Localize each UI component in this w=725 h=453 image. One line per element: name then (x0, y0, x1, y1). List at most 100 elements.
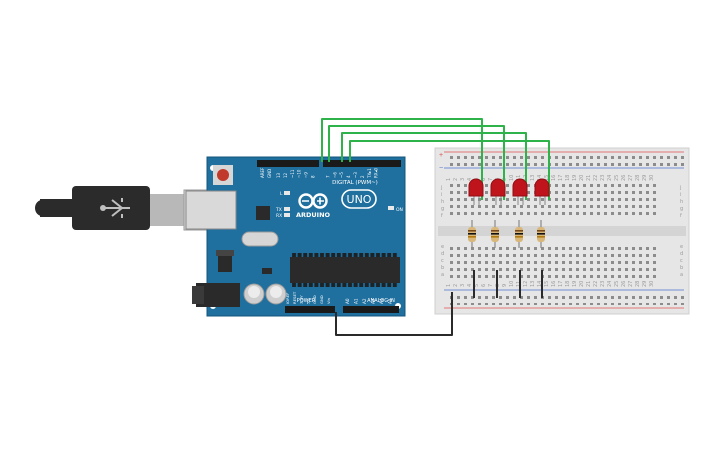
column-number: 19 (572, 281, 578, 287)
column-number: 4 (467, 284, 473, 287)
column-number: 16 (551, 175, 557, 181)
pin-label: ~6 (332, 172, 337, 178)
row-letter: i (680, 192, 681, 198)
column-number: 15 (544, 281, 550, 287)
power-label: POWER (297, 298, 316, 304)
rail-minus-sign: − (439, 165, 443, 172)
row-letter: g (680, 206, 683, 212)
column-number: 13 (530, 175, 536, 181)
row-letter: d (680, 251, 683, 257)
row-letter: c (441, 258, 444, 264)
wire-pin-11 (341, 132, 527, 200)
arduino-infinity-logo-icon (298, 193, 328, 209)
usb-port (185, 190, 237, 230)
column-number: 11 (516, 175, 522, 181)
column-number: 17 (558, 175, 564, 181)
resistor-2 (491, 220, 499, 248)
l-led (284, 191, 290, 195)
pin-label: A2 (362, 298, 367, 304)
column-number: 27 (628, 175, 634, 181)
column-number: 27 (628, 281, 634, 287)
pin-label: 13 (276, 172, 281, 178)
led-2 (490, 178, 506, 205)
center-channel (438, 226, 686, 236)
column-number: 21 (586, 281, 592, 287)
pin-label: IOREF (285, 293, 290, 304)
column-number: 2 (453, 284, 459, 287)
resistor-1 (468, 220, 476, 248)
pin-label: A0 (345, 298, 350, 304)
column-number: 18 (565, 281, 571, 287)
pin-label: GND (319, 295, 324, 304)
row-letter: g (441, 206, 444, 212)
resistors[interactable] (468, 220, 545, 248)
pin-label: RESET (292, 291, 297, 304)
pin-label: ~9 (304, 172, 309, 178)
column-number: 22 (593, 281, 599, 287)
bottom-power-rail[interactable] (446, 292, 684, 305)
usb-chip (256, 206, 270, 220)
column-number: 6 (481, 284, 487, 287)
column-number: 30 (649, 281, 655, 287)
digital-label: DIGITAL (PWM~) (332, 180, 378, 186)
on-led (388, 206, 394, 210)
column-number: 20 (579, 175, 585, 181)
terminal-strip-bottom[interactable] (448, 243, 660, 278)
column-number: 25 (614, 281, 620, 287)
column-number: 12 (523, 281, 529, 287)
resistor-4 (537, 220, 545, 248)
column-number: 10 (509, 175, 515, 181)
column-number: 23 (600, 175, 606, 181)
row-letter: h (680, 199, 683, 205)
pin-label: GND (312, 295, 317, 304)
tx-label: TX (275, 207, 282, 213)
row-letter: j (440, 185, 442, 191)
column-number: 25 (614, 175, 620, 181)
column-number: 26 (621, 175, 627, 181)
leds[interactable] (468, 178, 550, 205)
column-number: 28 (635, 175, 641, 181)
row-letter: c (680, 258, 683, 264)
pin-label: 5V (305, 299, 310, 304)
arduino-uno-board[interactable]: UNO ARDUINO DIGITAL (PWM~) POWER ANALOG … (185, 156, 406, 317)
pin-label: Vin (326, 297, 331, 304)
pin-label: ~10 (297, 169, 302, 178)
pin-label: RX◂0 (374, 167, 379, 178)
row-letter: b (441, 265, 444, 271)
row-letter: j (679, 185, 681, 191)
led-1 (468, 178, 484, 205)
pin-label: ~5 (339, 172, 344, 178)
column-number: 24 (607, 175, 613, 181)
column-number: 19 (572, 175, 578, 181)
signal-wires[interactable] (321, 118, 550, 200)
column-number: 15 (544, 175, 550, 181)
led-3 (512, 178, 528, 205)
rx-label: RX (276, 213, 282, 219)
breadboard[interactable]: + − 123456789101112131415161718192021222… (434, 147, 690, 315)
row-letter: a (680, 272, 683, 278)
analog-label: ANALOG IN (367, 298, 395, 304)
column-number: 10 (509, 281, 515, 287)
pin-label: A3 (371, 298, 376, 304)
uno-badge (341, 189, 377, 209)
pin-label-aref: AREF (260, 167, 265, 178)
ground-wire[interactable] (335, 292, 453, 336)
ground-jumpers[interactable] (473, 270, 543, 298)
column-number: 29 (642, 281, 648, 287)
top-power-rail[interactable] (446, 154, 684, 167)
column-number: 29 (642, 175, 648, 181)
model-label: UNO (347, 193, 372, 206)
row-letter: b (680, 265, 683, 271)
column-number: 13 (530, 281, 536, 287)
pin-label: A1 (354, 298, 359, 304)
on-label: ON (396, 207, 403, 213)
row-letter: f (680, 213, 682, 219)
pin-label: 12 (283, 172, 288, 178)
column-number: 6 (481, 178, 487, 181)
column-number: 22 (593, 175, 599, 181)
column-number: 3 (460, 284, 466, 287)
